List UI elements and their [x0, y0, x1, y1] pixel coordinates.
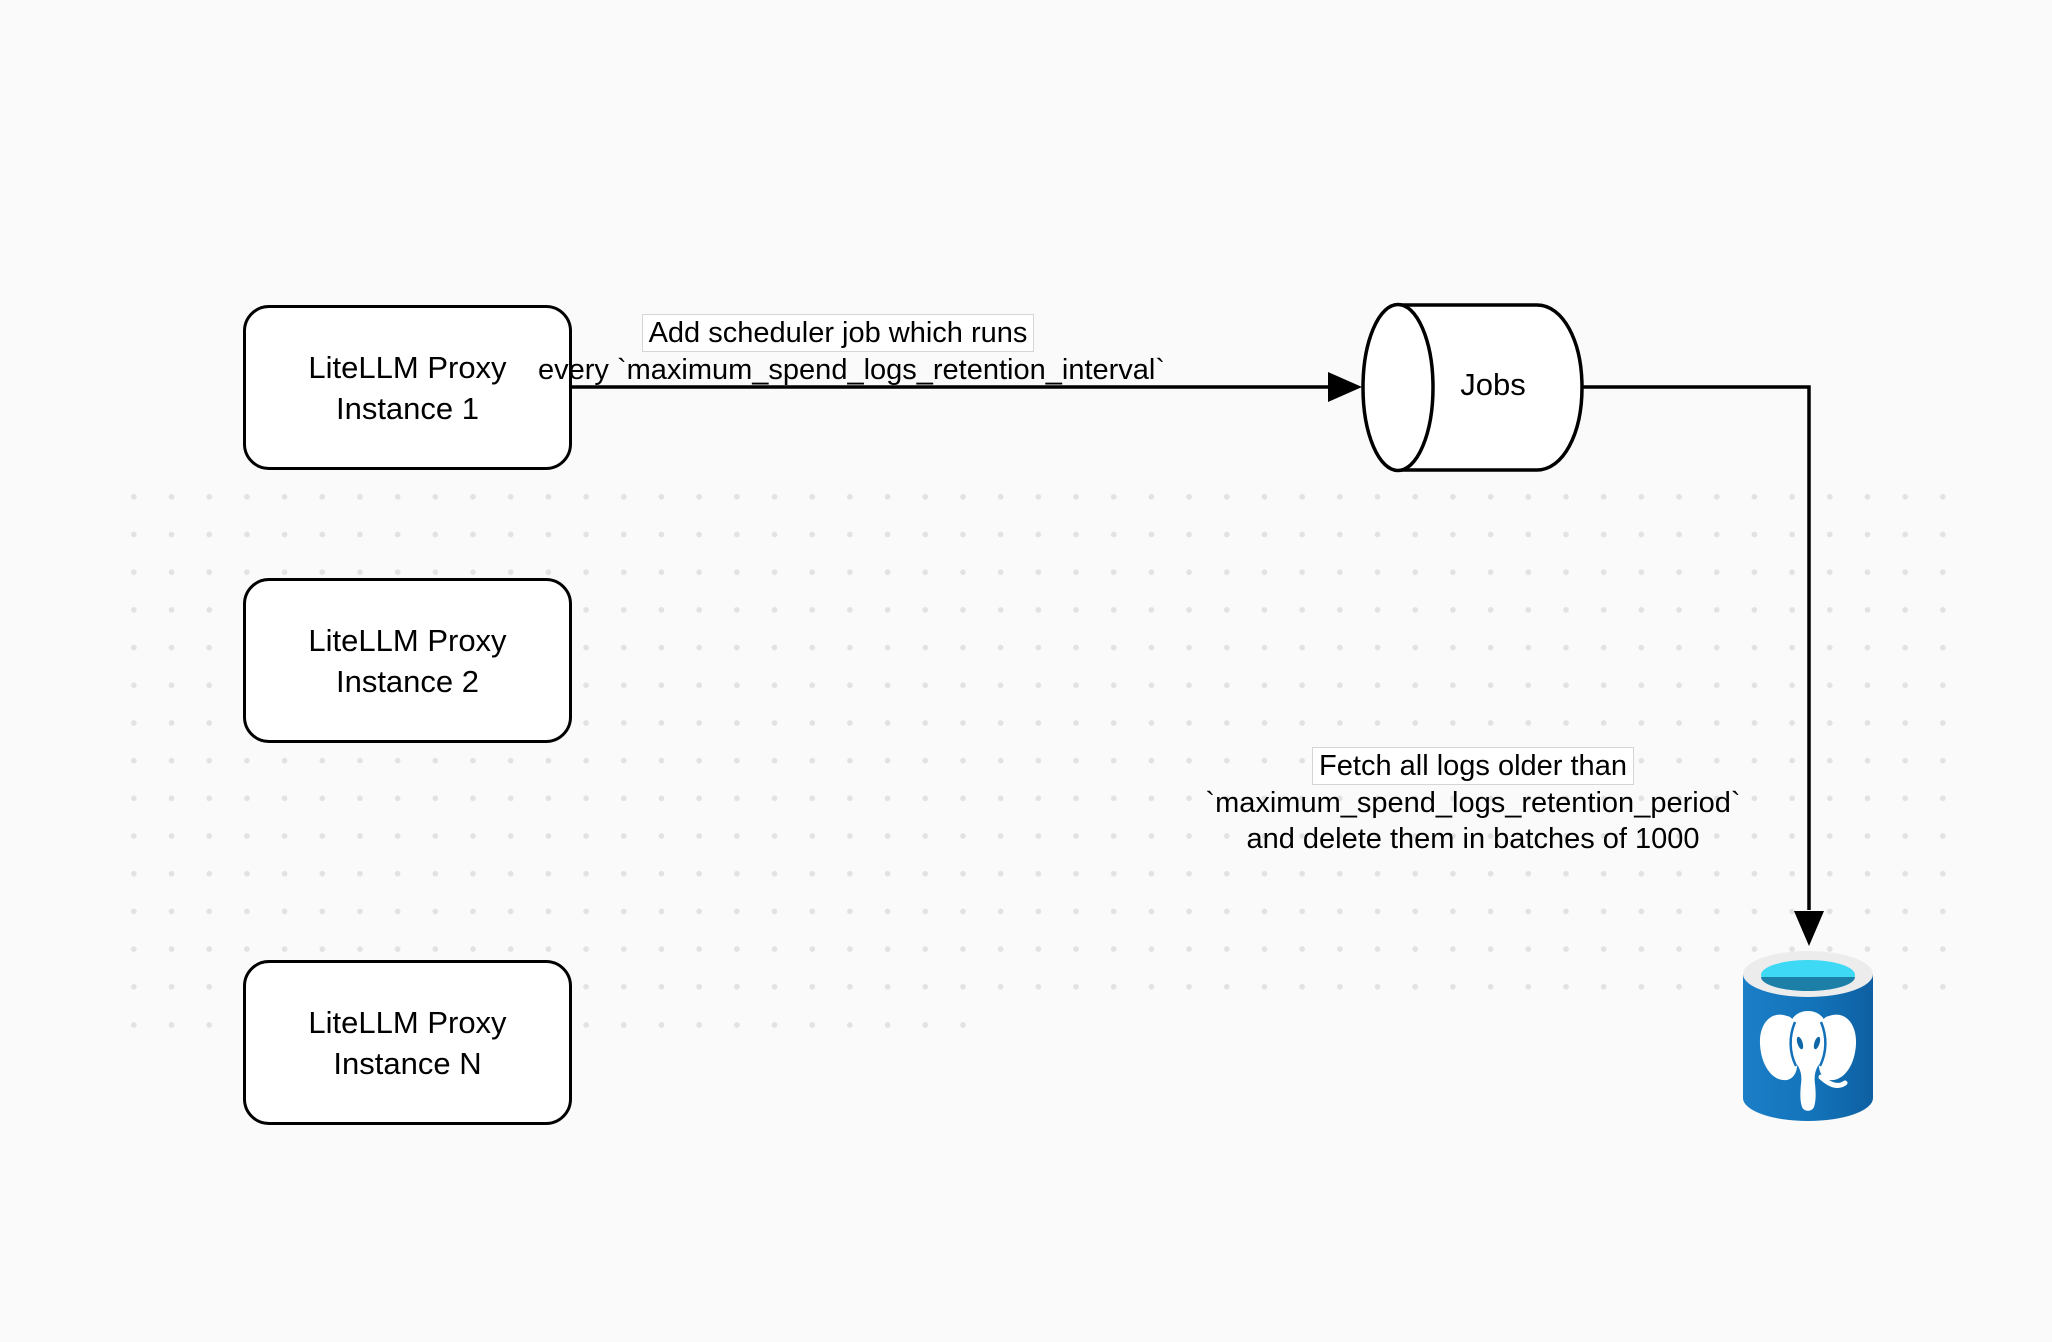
edge-label-line: Fetch all logs older than [1312, 747, 1634, 785]
jobs-queue-label: Jobs [1460, 367, 1526, 402]
edge-fetch-delete-arrow [1582, 385, 1824, 946]
node-litellm-proxy-instance-2: LiteLLM Proxy Instance 2 [243, 578, 572, 743]
edge-label-line: `maximum_spend_logs_retention_period` [1205, 787, 1741, 819]
edge-label-fetch-delete: Fetch all logs older than `maximum_spend… [1173, 747, 1773, 857]
edge-label-line: Add scheduler job which runs [641, 314, 1035, 352]
node-label-line: LiteLLM Proxy [308, 349, 507, 385]
edge-label-line: every `maximum_spend_logs_retention_inte… [538, 354, 1166, 386]
edge-label-line: and delete them in batches of 1000 [1246, 823, 1700, 855]
jobs-queue-cylinder [1361, 302, 1584, 473]
edge-label-scheduler: Add scheduler job which runs every `maxi… [538, 314, 1166, 388]
edge-scheduler-arrow [572, 372, 1362, 402]
postgres-elephant-logo [1759, 1011, 1857, 1111]
node-label-line: LiteLLM Proxy [308, 622, 507, 658]
arrowhead-down-icon [1794, 911, 1824, 946]
arrowhead-right-icon [1328, 372, 1362, 402]
node-label-line: Instance N [333, 1045, 482, 1081]
node-litellm-proxy-instance-1: LiteLLM Proxy Instance 1 [243, 305, 572, 470]
node-label-line: Instance 2 [335, 663, 480, 699]
node-label-line: Instance 1 [335, 390, 480, 426]
node-litellm-proxy-instance-n: LiteLLM Proxy Instance N [243, 960, 572, 1125]
postgresql-database-icon [1743, 951, 1873, 1121]
node-label-line: LiteLLM Proxy [308, 1004, 507, 1040]
